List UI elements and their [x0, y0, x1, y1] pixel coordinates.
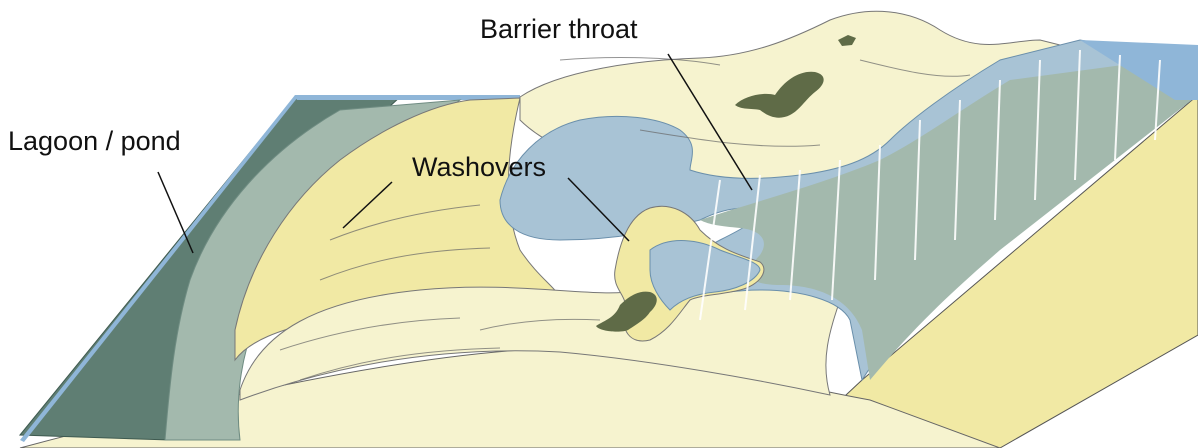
label-lagoon-pond: Lagoon / pond: [8, 128, 181, 155]
label-barrier-throat: Barrier throat: [480, 16, 638, 43]
label-washovers: Washovers: [412, 154, 546, 181]
leader-lagoon: [158, 172, 193, 253]
